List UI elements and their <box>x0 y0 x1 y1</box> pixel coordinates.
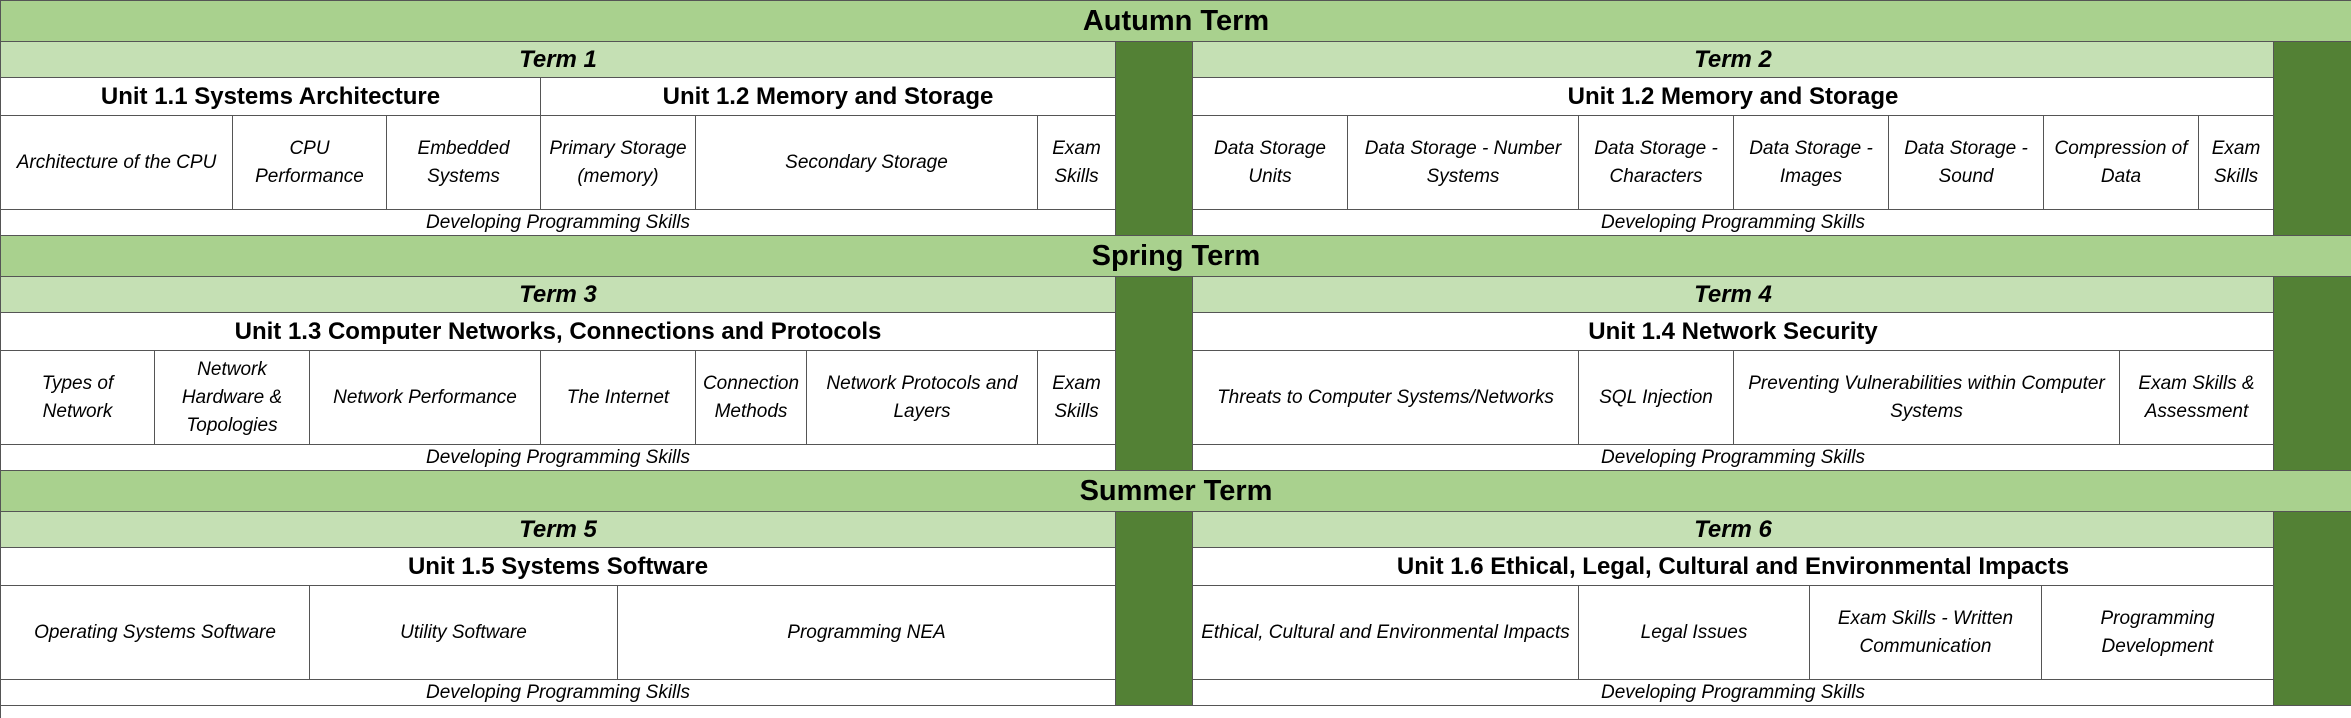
skills-strip: Developing Programming Skills <box>1 445 1116 471</box>
units-row-term-5: Unit 1.5 Systems Software <box>1 548 1116 586</box>
term-header-2: Term 2 <box>1193 42 2274 78</box>
topic-cell: SQL Injection <box>1579 351 1734 444</box>
unit-1-3-title: Unit 1.3 Computer Networks, Connections … <box>234 317 882 345</box>
topic-cell: Secondary Storage <box>696 116 1038 209</box>
topic-cell: Operating Systems Software <box>1 586 310 679</box>
unit-1-2-title: Unit 1.2 Memory and Storage <box>1567 82 1899 110</box>
topic-cell: Architecture of the CPU <box>1 116 233 209</box>
divider-column <box>2274 42 2351 236</box>
topics-row-term-3: Types of Network Network Hardware & Topo… <box>1 351 1116 445</box>
topic-cell: Data Storage - Number Systems <box>1348 116 1579 209</box>
divider-column <box>2274 512 2351 706</box>
topics-row-term-1: Architecture of the CPU CPU Performance … <box>1 116 1116 210</box>
term-header-3: Term 3 <box>1 277 1116 313</box>
topic-cell: Exam Skills - Written Communication <box>1810 586 2042 679</box>
term-header-6: Term 6 <box>1193 512 2274 548</box>
units-row-term-3: Unit 1.3 Computer Networks, Connections … <box>1 313 1116 351</box>
skills-strip: Developing Programming Skills <box>1 680 1116 706</box>
units-row-term-2: Unit 1.2 Memory and Storage <box>1193 78 2274 116</box>
topic-cell: Data Storage - Characters <box>1579 116 1734 209</box>
topics-row-term-2: Data Storage Units Data Storage - Number… <box>1193 116 2274 210</box>
topic-cell: Network Protocols and Layers <box>807 351 1038 444</box>
topic-cell: Legal Issues <box>1579 586 1810 679</box>
divider-column <box>1116 277 1193 471</box>
topic-cell: Exam Skills <box>1052 137 1101 187</box>
topic-cell: Compression of Data <box>2044 116 2199 209</box>
topic-cell: CPU Performance <box>233 116 387 209</box>
divider-column <box>1116 42 1193 236</box>
topic-cell: Network Hardware & Topologies <box>155 351 310 444</box>
season-header-autumn: Autumn Term <box>1 1 2351 42</box>
topic-cell: Primary Storage (memory) <box>541 116 696 209</box>
season-header-summer: Summer Term <box>1 471 2351 512</box>
units-row-term-4: Unit 1.4 Network Security <box>1193 313 2274 351</box>
season-header-spring: Spring Term <box>1 236 2351 277</box>
topic-cell: Exam Skills <box>2211 137 2261 187</box>
topic-cell: Exam Skills & Assessment <box>2138 372 2255 422</box>
topic-cell: Exam Skills <box>1052 372 1101 422</box>
topic-cell: Programming Development <box>2100 607 2215 657</box>
topic-cell: Ethical, Cultural and Environmental Impa… <box>1193 586 1579 679</box>
topic-cell: Network Performance <box>310 351 541 444</box>
term-header-5: Term 5 <box>1 512 1116 548</box>
topics-row-term-4: Threats to Computer Systems/Networks SQL… <box>1193 351 2274 445</box>
topic-cell: Data Storage Units <box>1193 116 1348 209</box>
topics-row-term-5: Operating Systems Software Utility Softw… <box>1 586 1116 680</box>
topic-cell: Connection Methods <box>696 351 807 444</box>
unit-1-2-title: Unit 1.2 Memory and Storage <box>662 82 994 110</box>
skills-strip: Developing Programming Skills <box>1 210 1116 236</box>
topics-row-term-6: Ethical, Cultural and Environmental Impa… <box>1193 586 2274 680</box>
term-header-1: Term 1 <box>1 42 1116 78</box>
unit-1-5-title: Unit 1.5 Systems Software <box>407 552 709 580</box>
topic-cell: Preventing Vulnerabilities within Comput… <box>1734 351 2120 444</box>
skills-strip: Developing Programming Skills <box>1193 210 2274 236</box>
term-header-4: Term 4 <box>1193 277 2274 313</box>
topic-cell: Utility Software <box>310 586 618 679</box>
unit-1-4-title: Unit 1.4 Network Security <box>1588 317 1878 345</box>
topic-cell: Data Storage - Images <box>1734 116 1889 209</box>
topic-cell: Threats to Computer Systems/Networks <box>1193 351 1579 444</box>
topic-cell: Data Storage - Sound <box>1889 116 2044 209</box>
unit-1-1-title: Unit 1.1 Systems Architecture <box>1 78 541 115</box>
unit-1-6-title: Unit 1.6 Ethical, Legal, Cultural and En… <box>1396 552 2070 580</box>
units-row-term-1: Unit 1.1 Systems Architecture Unit 1.2 M… <box>1 78 1116 116</box>
topic-cell: Programming NEA <box>787 621 946 643</box>
skills-strip: Developing Programming Skills <box>1193 445 2274 471</box>
units-row-term-6: Unit 1.6 Ethical, Legal, Cultural and En… <box>1193 548 2274 586</box>
topic-cell: The Internet <box>541 351 696 444</box>
skills-strip: Developing Programming Skills <box>1193 680 2274 706</box>
divider-column <box>1116 512 1193 706</box>
topic-cell: Types of Network <box>1 351 155 444</box>
topic-cell: Embedded Systems <box>387 116 541 209</box>
divider-column <box>2274 277 2351 471</box>
